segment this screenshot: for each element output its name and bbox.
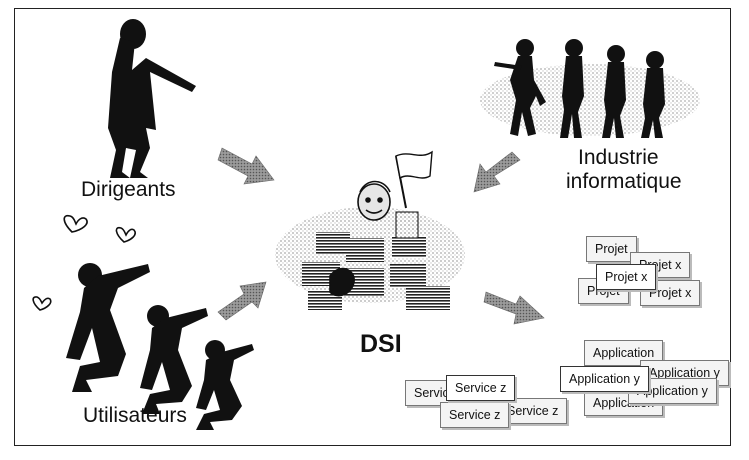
users-figures	[66, 263, 254, 430]
arrow-executives-to-dsi	[217, 147, 275, 185]
executive-figure	[108, 19, 196, 178]
heart-icons	[32, 214, 136, 311]
service-card: Service z	[440, 402, 510, 428]
industry-label-line1: Industrie	[578, 146, 659, 169]
users-label: Utilisateurs	[83, 404, 187, 427]
jester-character	[329, 180, 391, 297]
application-card-front: Application y	[560, 366, 649, 392]
application-card: Application	[584, 340, 664, 366]
service-card: Service z	[498, 398, 568, 424]
arrow-dsi-to-outputs	[483, 291, 545, 325]
service-card-front: Service z	[446, 375, 516, 401]
project-card-front: Projet x	[596, 264, 657, 290]
industry-figures	[494, 39, 665, 138]
paper-stacks	[302, 232, 450, 310]
dsi-label: DSI	[360, 330, 402, 358]
project-card: Projet	[586, 236, 637, 262]
flag-icon	[395, 150, 433, 239]
industry-label-line2: informatique	[566, 170, 682, 193]
executives-label: Dirigeants	[81, 178, 176, 201]
arrow-industry-to-dsi	[473, 151, 521, 193]
arrow-users-to-dsi	[217, 281, 267, 321]
